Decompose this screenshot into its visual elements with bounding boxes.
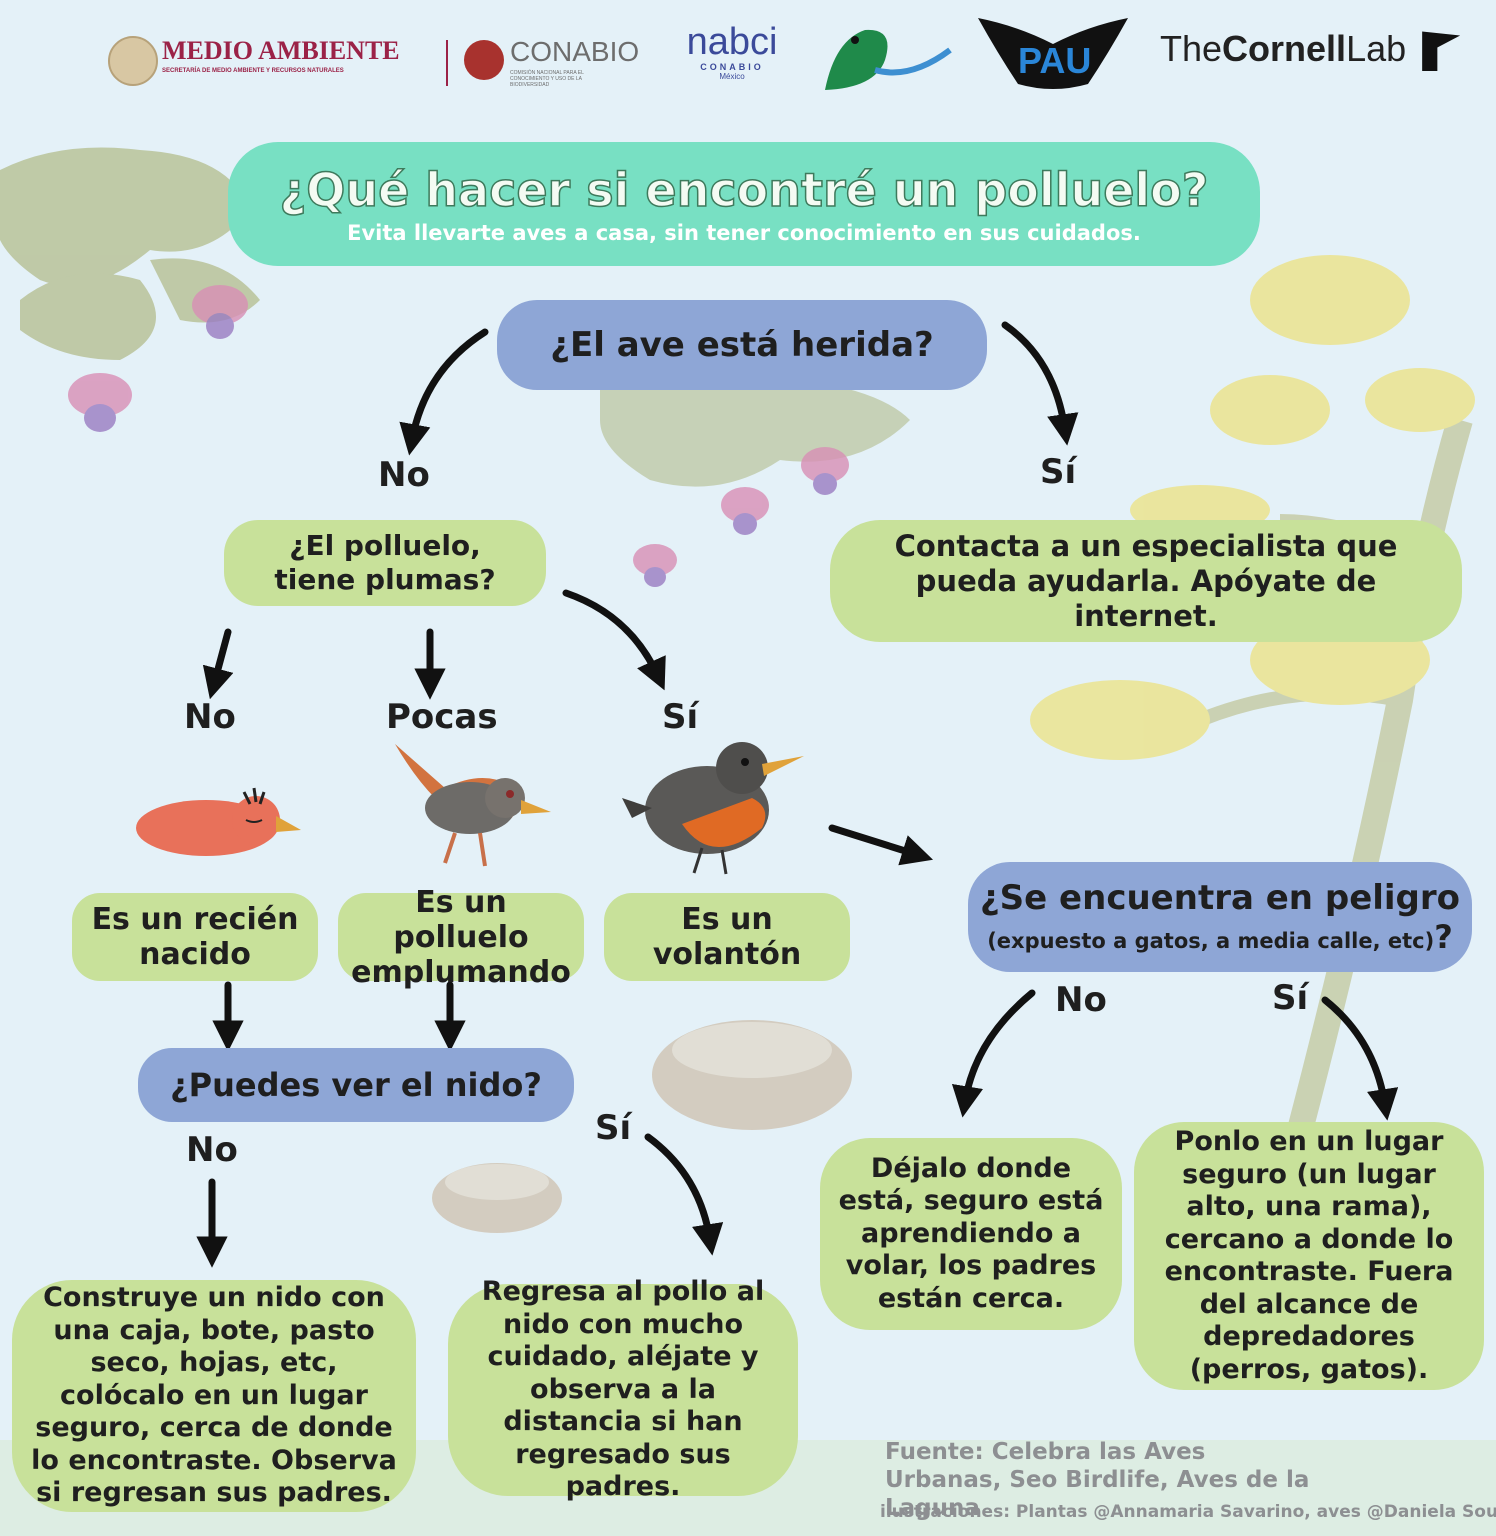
conabio-subtitle: COMISIÓN NACIONAL PARA EL CONOCIMIENTO Y… (510, 70, 584, 88)
answer-injured-yes: Contacta a un especialista que pueda ayu… (830, 520, 1462, 642)
conabio-name: CONABIO (510, 36, 640, 67)
label-nest-no: No (186, 1130, 238, 1170)
stage-fledgling: Es un volantón (604, 893, 850, 981)
pau-logo: PAU (978, 14, 1128, 94)
label-feathers-yes: Sí (662, 697, 699, 737)
footer-credits: ilustraciones: Plantas @Annamaria Savari… (880, 1502, 1496, 1522)
label-injured-no: No (378, 455, 430, 495)
answer-danger-no: Déjalo donde está, seguro está aprendien… (820, 1138, 1122, 1330)
question-nest: ¿Puedes ver el nido? (138, 1048, 574, 1122)
nabci-country: México (719, 72, 745, 81)
question-danger-text: ¿Se encuentra en peligro (979, 878, 1461, 918)
stage-newborn: Es un recién nacido (72, 893, 318, 981)
answer-nest-yes-text: Regresa al pollo al nido con mucho cuida… (481, 1276, 765, 1503)
answer-nest-no: Construye un nido con una caja, bote, pa… (12, 1280, 416, 1512)
medio-ambiente-name: MEDIO AMBIENTE (162, 36, 400, 65)
arrow-injured-yes (1001, 321, 1079, 446)
footer-source: Fuente: Celebra las Aves Urbanas, Seo Bi… (885, 1439, 1310, 1521)
answer-danger-no-text: Déjalo donde está, seguro está aprendien… (838, 1152, 1104, 1314)
seal-icon (108, 36, 158, 86)
arrow-nest-yes (644, 1133, 724, 1256)
fuchsia-flower-illustration (68, 285, 849, 587)
answer-danger-yes-text: Ponlo en un lugar seguro (un lugar alto,… (1164, 1126, 1454, 1385)
conabio-emblem-icon (464, 40, 504, 80)
arrow-danger-no (951, 989, 1036, 1118)
label-danger-yes: Sí (1272, 978, 1309, 1018)
arrow-feathers-yes (562, 589, 666, 691)
nabci-subtitle: CONABIO (700, 62, 764, 72)
label-nest-yes: Sí (595, 1108, 632, 1148)
question-feathers: ¿El polluelo, tiene plumas? (224, 520, 546, 606)
stage-fledging: Es un polluelo emplumando (338, 885, 584, 990)
question-danger: ¿Se encuentra en peligro (expuesto a gat… (968, 862, 1472, 972)
question-danger-detail: (expuesto a gatos, a media calle, etc) (987, 929, 1435, 953)
question-injured-text: ¿El ave está herida? (550, 325, 934, 365)
cornell-the: The (1160, 28, 1223, 69)
answer-danger-yes: Ponlo en un lugar seguro (un lugar alto,… (1134, 1122, 1484, 1390)
fledgling-bird-illustration (622, 742, 804, 875)
arrow-injured-no (399, 328, 489, 456)
cornell-lab: Lab (1346, 28, 1407, 69)
nabci-name: nabci (686, 21, 778, 63)
stage-fledgling-text: Es un volantón (652, 902, 802, 972)
label-danger-no: No (1055, 980, 1107, 1020)
nabci-logo: nabci CONABIO México (682, 22, 782, 94)
question-danger-detail-line: (expuesto a gatos, a media calle, etc)? (987, 918, 1453, 956)
answer-nest-yes: Regresa al pollo al nido con mucho cuida… (448, 1276, 798, 1502)
question-feathers-text: ¿El polluelo, tiene plumas? (274, 529, 496, 596)
newborn-chick-illustration (136, 787, 301, 856)
pau-name: PAU (1018, 40, 1092, 81)
fledging-chick-illustration (395, 744, 551, 867)
question-danger-qmark: ? (1434, 918, 1453, 956)
medio-ambiente-subtitle: SECRETARÍA DE MEDIO AMBIENTE Y RECURSOS … (162, 68, 344, 74)
answer-nest-no-text: Construye un nido con una caja, bote, pa… (31, 1282, 397, 1509)
cornell-name: Cornell (1222, 28, 1347, 69)
stage-newborn-text: Es un recién nacido (91, 902, 299, 972)
arrow-feathers-no (202, 628, 234, 700)
title-banner: ¿Qué hacer si encontré un polluelo? Evit… (228, 142, 1260, 266)
page-title: ¿Qué hacer si encontré un polluelo? (279, 162, 1209, 218)
arrow-fledgling-danger (828, 824, 934, 866)
label-feathers-few: Pocas (386, 697, 498, 737)
conabio-logo: CONABIO COMISIÓN NACIONAL PARA EL CONOCI… (464, 36, 654, 92)
page-subtitle: Evita llevarte aves a casa, sin tener co… (347, 221, 1141, 245)
wings-icon (978, 18, 1128, 89)
medio-ambiente-logo: MEDIO AMBIENTE SECRETARÍA DE MEDIO AMBIE… (108, 36, 438, 86)
answer-injured-yes-text: Contacta a un especialista que pueda ayu… (894, 528, 1398, 633)
cornell-lab-logo: TheCornellLab (1160, 28, 1461, 76)
nest-illustration (432, 1020, 852, 1233)
question-nest-text: ¿Puedes ver el nido? (170, 1066, 542, 1104)
quetzal-bird-logo-icon (825, 29, 952, 90)
stage-fledging-text: Es un polluelo emplumando (351, 884, 571, 990)
label-injured-yes: Sí (1040, 452, 1077, 492)
question-injured: ¿El ave está herida? (497, 300, 987, 390)
arrow-danger-yes (1321, 996, 1399, 1121)
logo-divider (446, 40, 448, 86)
label-feathers-no: No (184, 697, 236, 737)
